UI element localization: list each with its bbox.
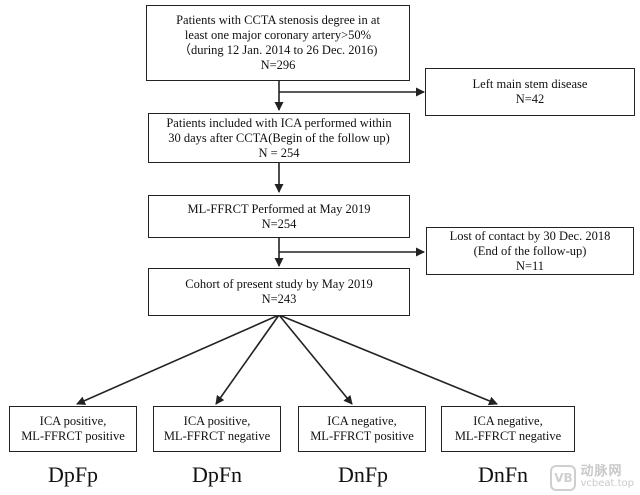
watermark-text: 动脉网 vcbeat.top	[580, 464, 634, 490]
watermark-url: vcbeat.top	[580, 478, 634, 489]
arrow-to-dpfn	[215, 314, 280, 405]
watermark-logo-icon: VB	[550, 465, 577, 491]
initial-line-2: least one major coronary artery>50%	[184, 28, 372, 42]
group-box-dpfn: ICA positive, ML-FFRCT negative	[153, 406, 281, 452]
group-label-dnfn: DnFn	[477, 462, 529, 487]
group-box-dpfp: ICA positive, ML-FFRCT positive	[9, 406, 137, 452]
initial-line-1: Patients with CCTA stenosis degree in at	[176, 13, 380, 27]
cohort-box: Cohort of present study by May 2019 N=24…	[148, 268, 410, 316]
group-line-2: ML-FFRCT positive	[21, 429, 125, 443]
group-line-2: ML-FFRCT negative	[454, 429, 562, 443]
lost-contact-line-1: Lost of contact by 30 Dec. 2018	[449, 228, 611, 243]
cohort-count: N=243	[261, 292, 297, 306]
ml-ffrct-box: ML-FFRCT Performed at May 2019 N=254	[148, 195, 410, 238]
cohort-label: Cohort of present study by May 2019	[185, 277, 373, 291]
group-line-1: ICA positive,	[183, 414, 251, 428]
group-label-dnfp: DnFp	[337, 462, 389, 487]
group-label-dpfn: DpFn	[191, 462, 243, 487]
initial-count: N=296	[260, 58, 296, 72]
ml-ffrct-count: N=254	[261, 216, 297, 231]
watermark: VB 动脉网 vcbeat.top	[550, 465, 634, 491]
arrow-to-dnfp	[278, 314, 353, 405]
ml-ffrct-label: ML-FFRCT Performed at May 2019	[187, 201, 371, 216]
left-main-count: N=42	[515, 92, 545, 106]
group-line-2: ML-FFRCT positive	[310, 429, 414, 443]
lost-contact-count: N=11	[515, 258, 545, 273]
left-main-label: Left main stem disease	[472, 77, 588, 91]
lost-contact-line-2: (End of the follow-up)	[473, 243, 587, 258]
group-line-1: ICA negative,	[473, 414, 543, 428]
group-box-dnfp: ICA negative, ML-FFRCT positive	[298, 406, 426, 452]
group-line-2: ML-FFRCT negative	[163, 429, 271, 443]
ica-line-2: 30 days after CCTA(Begin of the follow u…	[168, 130, 390, 145]
group-box-dnfn: ICA negative, ML-FFRCT negative	[441, 406, 575, 452]
initial-line-3: （during 12 Jan. 2014 to 26 Dec. 2016)	[178, 43, 378, 57]
ica-line-1: Patients included with ICA performed wit…	[166, 115, 392, 130]
ica-count: N = 254	[258, 145, 300, 160]
initial-patients-box: Patients with CCTA stenosis degree in at…	[146, 5, 410, 81]
left-main-exclusion-box: Left main stem disease N=42	[425, 68, 635, 116]
lost-contact-box: Lost of contact by 30 Dec. 2018 (End of …	[426, 227, 634, 275]
watermark-name: 动脉网	[580, 464, 623, 479]
group-line-1: ICA negative,	[327, 414, 397, 428]
group-line-1: ICA positive,	[39, 414, 107, 428]
group-label-dpfp: DpFp	[47, 462, 99, 487]
ica-included-box: Patients included with ICA performed wit…	[148, 113, 410, 163]
arrow-to-dnfn	[278, 314, 498, 406]
arrow-to-dpfp	[76, 314, 280, 405]
